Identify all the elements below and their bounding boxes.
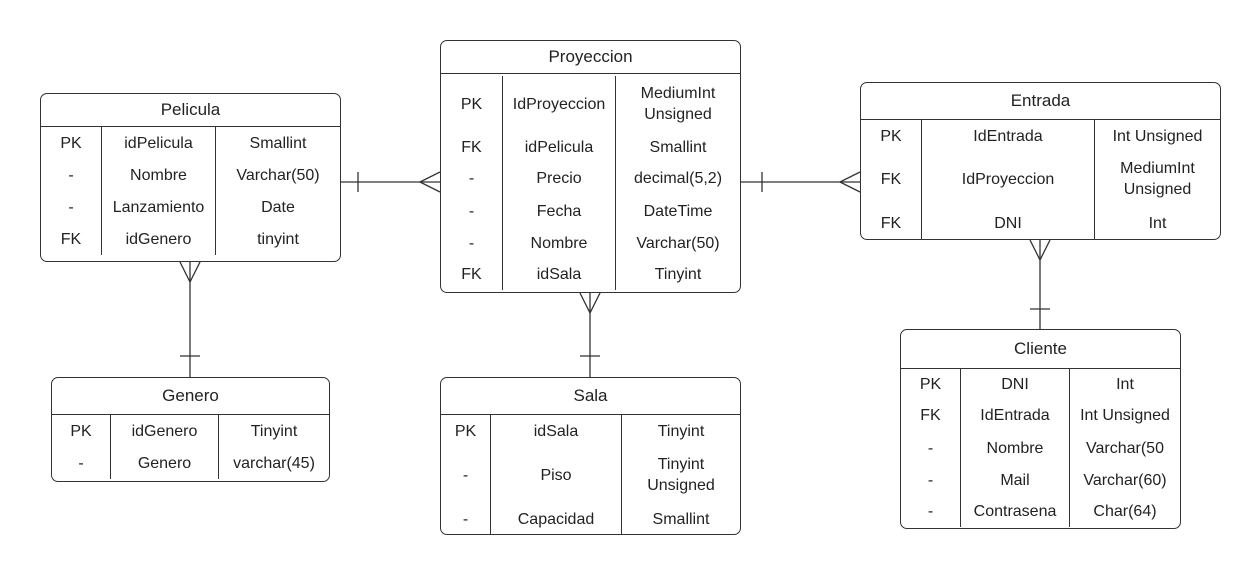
entity-title: Cliente (901, 330, 1180, 369)
field-name: Nombre (503, 227, 616, 259)
entity-entrada[interactable]: Entrada PK IdEntrada Int Unsigned FK IdP… (860, 82, 1221, 240)
field-type: Tinyint (657, 422, 705, 440)
field-name: idGenero (102, 223, 216, 255)
key-cell: FK (441, 259, 503, 290)
key-cell: - (41, 159, 102, 191)
field-name: Nombre (102, 159, 216, 191)
field-type: DateTime (643, 202, 713, 220)
field-type: Int (1116, 375, 1134, 393)
field-type: Varchar(50) (636, 234, 720, 252)
key-cell: - (901, 432, 961, 464)
key-cell: - (52, 447, 111, 479)
entity-genero[interactable]: Genero PK idGenero Tinyint - Genero varc… (51, 377, 330, 482)
key-cell: - (901, 464, 961, 496)
field-type: Int Unsigned (1080, 407, 1170, 424)
field-type: Tinyint (654, 266, 702, 283)
key-cell: PK (52, 415, 111, 447)
field-type: Char(64) (1093, 503, 1157, 520)
key-cell: FK (861, 206, 922, 240)
field-type: MediumInt Unsigned (1120, 160, 1195, 198)
field-name: Fecha (503, 195, 616, 227)
entity-title: Sala (441, 378, 740, 415)
field-name: Capacidad (491, 503, 622, 535)
field-name: Mail (961, 464, 1070, 496)
key-cell: - (441, 227, 503, 259)
entity-title: Pelicula (41, 94, 340, 127)
entity-sala[interactable]: Sala PK idSala Tinyint - Piso Tinyint Un… (440, 377, 741, 535)
key-cell: - (41, 191, 102, 223)
entity-title: Entrada (861, 83, 1220, 120)
key-cell: PK (441, 76, 503, 132)
field-name: Precio (503, 162, 616, 195)
field-name: Piso (491, 447, 622, 503)
field-name: IdProyeccion (503, 76, 616, 132)
field-type: Tinyint (250, 422, 298, 440)
key-cell: PK (861, 120, 922, 152)
field-type: Int (1148, 214, 1167, 232)
field-type: Varchar(50) (236, 166, 320, 184)
field-type: varchar(45) (233, 454, 315, 472)
field-name: Genero (111, 447, 219, 479)
key-cell: - (901, 496, 961, 527)
field-name: Contrasena (961, 496, 1070, 527)
field-name: idSala (491, 415, 622, 447)
entity-cliente[interactable]: Cliente PK DNI Int FK IdEntrada Int Unsi… (900, 329, 1181, 529)
key-cell: FK (41, 223, 102, 255)
key-cell: FK (861, 152, 922, 206)
rel-pelicula-proyeccion (341, 171, 441, 193)
field-name: idGenero (111, 415, 219, 447)
field-type: Smallint (649, 138, 707, 156)
field-name: idPelicula (503, 132, 616, 162)
entity-title: Genero (52, 378, 329, 415)
rel-cliente-entrada (1029, 239, 1051, 329)
key-cell: PK (441, 415, 491, 447)
field-type: Varchar(60) (1083, 471, 1167, 489)
key-cell: - (441, 503, 491, 535)
field-type: decimal(5,2) (633, 170, 723, 187)
field-name: IdEntrada (961, 399, 1070, 432)
field-type: Date (261, 198, 295, 216)
field-name: Nombre (961, 432, 1070, 464)
field-name: DNI (961, 369, 1070, 399)
field-type: Int Unsigned (1112, 127, 1203, 145)
field-type: MediumInt Unsigned (640, 85, 716, 123)
entity-proyeccion[interactable]: Proyeccion PK IdProyeccion MediumInt Uns… (440, 40, 741, 293)
rel-genero-pelicula (179, 261, 201, 377)
field-name: Lanzamiento (102, 191, 216, 223)
key-cell: PK (41, 127, 102, 159)
key-cell: - (441, 162, 503, 195)
entity-title: Proyeccion (441, 41, 740, 74)
field-name: IdProyeccion (922, 152, 1095, 206)
field-type: Smallint (249, 134, 307, 152)
field-name: IdEntrada (922, 120, 1095, 152)
key-cell: - (441, 447, 491, 503)
field-type: Varchar(50 (1086, 439, 1164, 457)
field-type: Smallint (652, 510, 710, 528)
entity-pelicula[interactable]: Pelicula PK idPelicula Smallint - Nombre… (40, 93, 341, 262)
field-name: DNI (922, 206, 1095, 240)
field-name: idSala (503, 259, 616, 290)
field-name: idPelicula (102, 127, 216, 159)
key-cell: FK (441, 132, 503, 162)
key-cell: FK (901, 399, 961, 432)
field-type: tinyint (257, 230, 299, 248)
key-cell: - (441, 195, 503, 227)
field-type: Tinyint Unsigned (647, 456, 715, 494)
key-cell: PK (901, 369, 961, 399)
rel-sala-proyeccion (579, 292, 601, 377)
rel-proyeccion-entrada (741, 171, 861, 193)
